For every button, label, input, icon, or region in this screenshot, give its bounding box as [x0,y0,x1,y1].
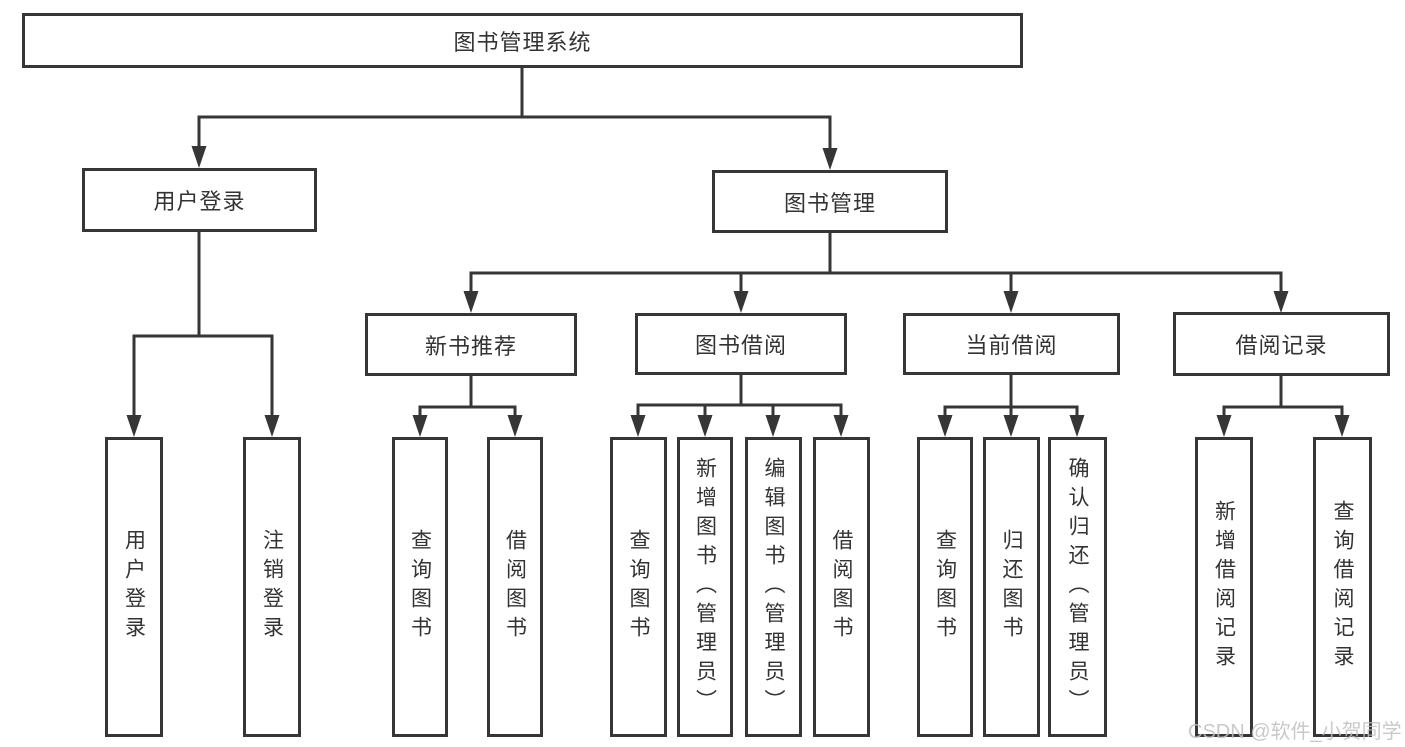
leaf-query-borrow-record: 查询借阅记录 [1313,437,1372,737]
node-borrow-record: 借阅记录 [1173,312,1390,376]
leaf-borrow-book-2: 借阅图书 [813,437,870,737]
node-book-borrow: 图书借阅 [635,313,847,375]
arrowhead-group [126,146,1350,437]
leaf-query-book-2: 查询图书 [610,437,667,737]
csdn-watermark: CSDN @软件_小贺同学 [1188,721,1402,743]
leaf-user-login: 用户登录 [105,437,163,737]
leaf-query-book-3: 查询图书 [917,437,973,737]
node-book-management: 图书管理 [712,170,948,233]
leaf-add-borrow-record: 新增借阅记录 [1195,437,1253,737]
leaf-edit-book-admin: 编辑图书（管理员） [745,437,802,737]
leaf-borrow-book-1: 借阅图书 [487,437,543,737]
leaf-add-book-admin: 新增图书（管理员） [677,437,733,737]
node-new-book-recommend: 新书推荐 [365,313,577,376]
node-root-library-system: 图书管理系统 [22,13,1023,68]
node-current-borrow: 当前借阅 [903,313,1120,375]
leaf-logout: 注销登录 [243,437,301,737]
node-user-login: 用户登录 [82,168,317,232]
leaf-return-book: 归还图书 [983,437,1040,737]
leaf-query-book-1: 查询图书 [392,437,448,737]
leaf-confirm-return-admin: 确认归还（管理员） [1048,437,1107,737]
